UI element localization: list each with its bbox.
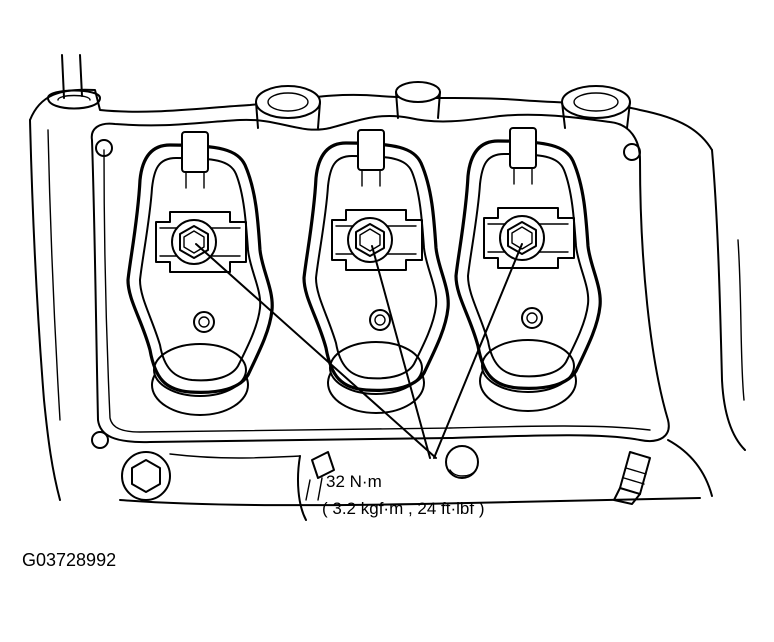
leader-lines <box>195 243 523 459</box>
rocker-arm-3 <box>454 126 602 413</box>
figure-code: G03728992 <box>22 550 116 570</box>
plug-tube-bosses <box>255 81 631 129</box>
cylinder-head <box>29 54 746 501</box>
torque-conversions: ( 3.2 kgf·m , 24 ft·lbf ) <box>322 499 485 518</box>
rocker-arm-2 <box>302 128 450 415</box>
gasket-flange <box>90 113 670 449</box>
lower-head-details <box>119 439 713 521</box>
rocker-arm-1 <box>126 130 274 417</box>
torque-value: 32 N·m <box>326 472 382 491</box>
